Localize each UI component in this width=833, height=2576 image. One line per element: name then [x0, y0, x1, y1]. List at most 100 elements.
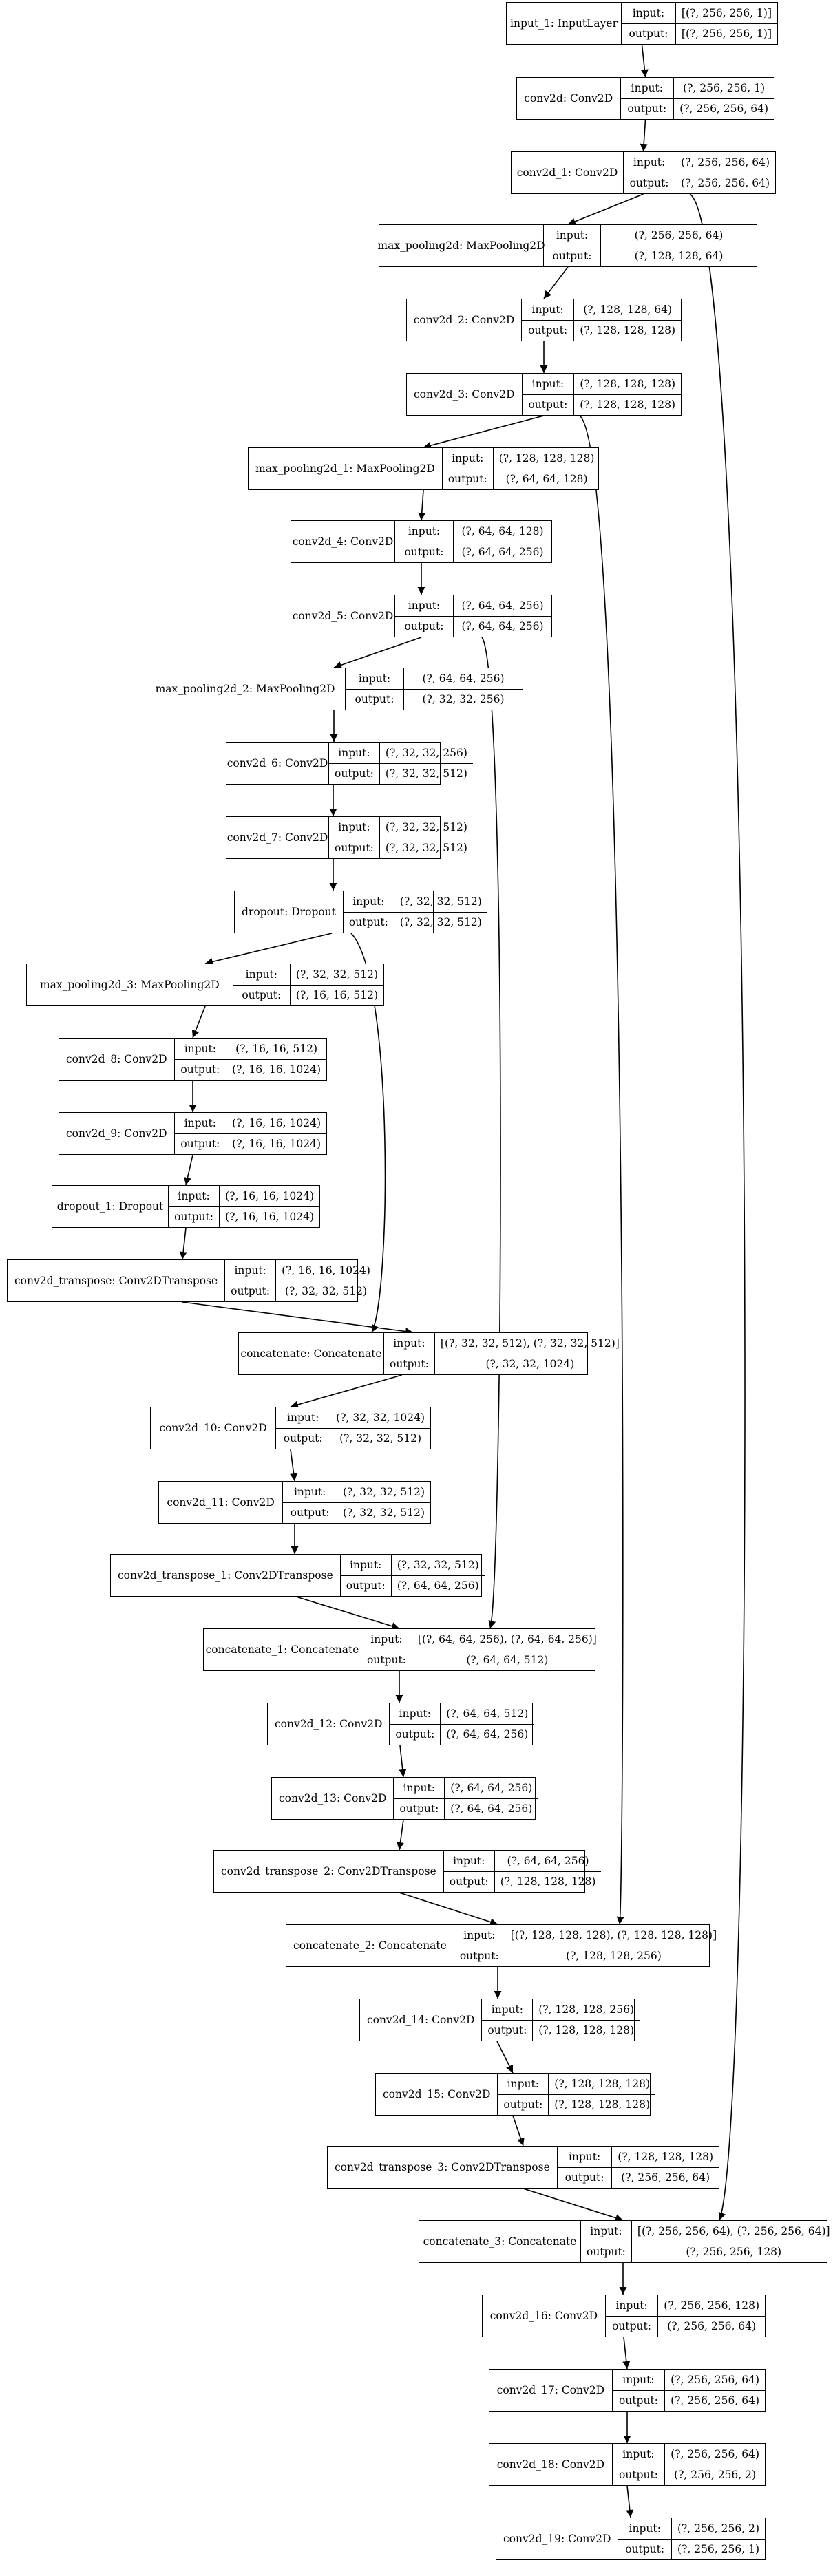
port-labels: input:output:: [605, 2295, 659, 2337]
output-shape: (?, 64, 64, 256): [446, 1728, 529, 1741]
output-shape: [(?, 256, 256, 1)]: [681, 28, 772, 41]
output-label: output:: [180, 1063, 220, 1076]
layer-name: dropout: Dropout: [235, 891, 344, 933]
input-shape: (?, 32, 32, 512): [379, 817, 473, 838]
output-shape: (?, 256, 256, 1): [677, 2543, 759, 2556]
input-label: input:: [557, 2147, 612, 2168]
shape-values: (?, 256, 256, 64)(?, 256, 256, 2): [665, 2444, 765, 2485]
input-shape: (?, 128, 128, 128): [612, 2147, 719, 2168]
shape-values: (?, 256, 256, 2)(?, 256, 256, 1): [672, 2518, 765, 2559]
input-shape: (?, 64, 64, 256): [404, 668, 523, 690]
layer-name: conv2d_3: Conv2D: [407, 374, 523, 415]
layer-name: conv2d_19: Conv2D: [496, 2518, 619, 2559]
shape-values: (?, 32, 32, 512)(?, 16, 16, 512): [291, 964, 383, 1005]
input-label: input:: [522, 299, 574, 321]
output-label: output:: [395, 1728, 435, 1741]
layer-name: conv2d_18: Conv2D: [489, 2444, 613, 2485]
input-label: input:: [174, 1113, 226, 1134]
output-label: output:: [390, 1358, 429, 1371]
port-labels: input:output:: [482, 1999, 534, 2041]
input-label: input:: [283, 1482, 337, 1503]
output-shape: (?, 128, 128, 128): [500, 1875, 596, 1888]
output-shape: (?, 256, 256, 64): [679, 103, 768, 116]
output-label: output:: [290, 1507, 330, 1520]
input-shape: (?, 128, 128, 64): [574, 299, 681, 321]
shape-values: [(?, 256, 256, 1)][(?, 256, 256, 1)]: [675, 3, 777, 44]
input-shape: (?, 256, 256, 64): [675, 152, 775, 173]
edge-conv2d-18-to-conv2d-19: [626, 2485, 634, 2518]
output-shape: (?, 32, 32, 512): [385, 767, 467, 780]
input-shape: [(?, 128, 128, 128), (?, 128, 128, 128)]: [505, 1925, 723, 1946]
shape-values: (?, 128, 128, 128)(?, 128, 128, 128): [549, 2074, 656, 2115]
input-label: input:: [174, 1039, 226, 1060]
output-label: output:: [335, 767, 374, 780]
output-shape: (?, 32, 32, 1024): [485, 1358, 575, 1371]
port-labels: input: output:: [283, 1482, 337, 1523]
layer-name: conv2d_9: Conv2D: [59, 1113, 175, 1154]
output-shape: (?, 256, 256, 64): [667, 2320, 757, 2333]
edge-max-pooling2d-1-to-conv2d-4: [418, 489, 426, 521]
layer-name: concatenate_2: Concatenate: [286, 1925, 454, 1966]
output-label: output:: [528, 398, 568, 412]
output-shape: (?, 16, 16, 1024): [232, 1138, 321, 1151]
input-shape: (?, 32, 32, 512): [337, 1482, 430, 1503]
layer-name: concatenate: Concatenate: [239, 1333, 384, 1374]
edge-conv2d-5-to-max-pooling2d-2: [333, 637, 422, 669]
output-shape: (?, 256, 256, 64): [681, 177, 770, 190]
input-shape: (?, 64, 64, 256): [494, 1851, 602, 1872]
output-label: output:: [242, 989, 282, 1002]
edge-conv2d-1-to-max-pooling2d: [567, 193, 644, 226]
shape-values: (?, 32, 32, 1024)(?, 32, 32, 512): [330, 1407, 430, 1449]
output-label: output:: [231, 1285, 271, 1298]
output-label: output:: [625, 2543, 665, 2556]
output-label: output:: [629, 177, 669, 190]
input-label: input:: [225, 1260, 276, 1281]
output-shape: (?, 32, 32, 512): [385, 842, 467, 855]
port-labels: input:output:: [454, 1925, 505, 1966]
port-labels: input:output:: [443, 1851, 495, 1892]
edge-conv2d-3-to-max-pooling2d-1: [423, 415, 545, 449]
edge-conv2d-1-to-concatenate-3: [689, 193, 746, 2221]
input-label: input:: [384, 1333, 434, 1354]
output-shape: (?, 64, 64, 128): [505, 473, 588, 486]
edge-conv2d-transpose-2-to-concatenate-2: [399, 1892, 498, 1926]
edge-concatenate-to-conv2d-10: [290, 1374, 402, 1409]
input-shape: (?, 32, 32, 512): [391, 1555, 485, 1576]
input-label: input:: [390, 1703, 441, 1725]
input-shape: [(?, 64, 64, 256), (?, 64, 64, 256)]: [412, 1629, 602, 1650]
port-labels: input:output:: [169, 1186, 220, 1227]
input-label: input:: [612, 2370, 665, 2391]
layer-name: max_pooling2d_1: MaxPooling2D: [249, 448, 443, 489]
output-shape: (?, 256, 256, 64): [671, 2394, 759, 2407]
input-shape: (?, 16, 16, 512): [226, 1039, 326, 1060]
input-shape: (?, 32, 32, 512): [291, 964, 383, 986]
shape-values: [(?, 256, 256, 64), (?, 256, 256, 64)](?…: [631, 2221, 833, 2262]
shape-values: (?, 128, 128, 128)(?, 256, 256, 64): [612, 2147, 719, 2188]
port-labels: input:output:: [612, 2370, 666, 2411]
port-labels: input: output:: [384, 1333, 435, 1374]
layer-name: conv2d_11: Conv2D: [159, 1482, 284, 1523]
edge-conv2d-14-to-conv2d-15: [496, 2041, 514, 2074]
shape-values: [(?, 32, 32, 512), (?, 32, 32, 512)](?, …: [434, 1333, 625, 1374]
output-shape: (?, 128, 128, 128): [554, 2098, 651, 2111]
port-labels: input:output:: [618, 2518, 672, 2559]
input-label: input:: [544, 225, 600, 246]
shape-values: (?, 32, 32, 512)(?, 64, 64, 256): [391, 1555, 485, 1596]
output-shape: (?, 32, 32, 512): [399, 916, 482, 929]
edge-conv2d-16-to-conv2d-17: [622, 2337, 631, 2370]
edge-conv2d-15-to-conv2d-transpose-3: [512, 2115, 525, 2147]
input-shape: (?, 128, 128, 256): [533, 1999, 640, 2021]
edge-conv2d-3-to-concatenate-2: [579, 415, 624, 1925]
output-label: output:: [627, 103, 667, 116]
